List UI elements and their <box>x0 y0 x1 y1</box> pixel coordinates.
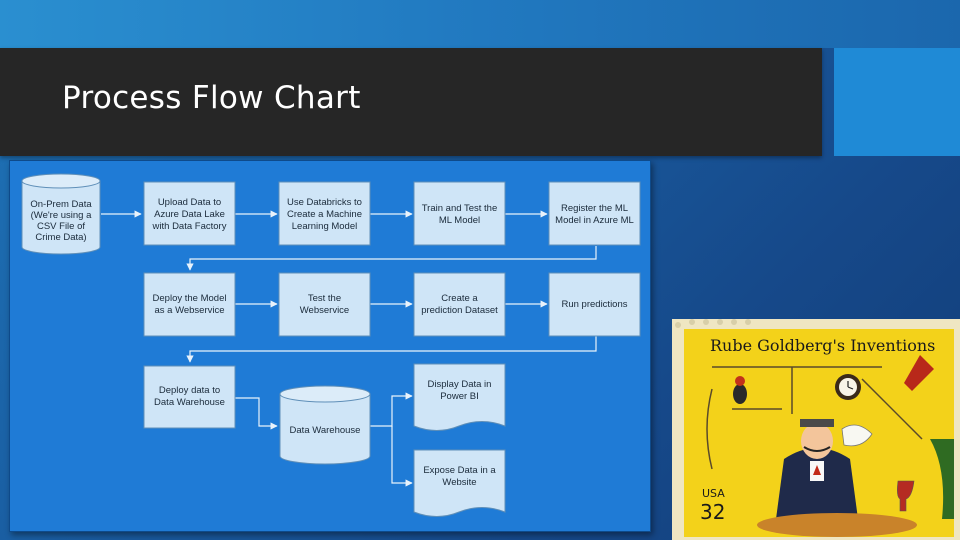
node-text: Display Data in <box>428 379 492 390</box>
node-onprem-data: On-Prem Data (We're using a CSV File of … <box>21 173 101 255</box>
node-power-bi: Display Data in Power BI <box>413 363 506 431</box>
napkin-machine-icon <box>841 424 873 447</box>
node-text: Model in Azure ML <box>555 215 634 226</box>
node-website: Expose Data in a Website <box>413 449 506 517</box>
node-text: Deploy the Model <box>153 293 227 304</box>
stamp-country: USA <box>702 487 725 500</box>
node-text: Power BI <box>440 391 479 402</box>
connector <box>370 392 413 427</box>
node-text: Run predictions <box>561 299 627 310</box>
slide-title: Process Flow Chart <box>62 80 361 116</box>
node-text: ML Model <box>439 215 480 226</box>
rube-goldberg-stamp: Rube Goldberg's Inventions <box>672 319 960 540</box>
accent-square <box>834 48 960 156</box>
node-text: Train and Test the <box>422 203 498 214</box>
connector <box>186 336 597 363</box>
node-run-predictions: Run predictions <box>548 272 641 337</box>
node-text: Crime Data) <box>35 232 86 243</box>
flowchart-diagram: On-Prem Data (We're using a CSV File of … <box>21 173 641 517</box>
node-text: Learning Model <box>292 221 358 232</box>
node-text: with Data Factory <box>152 221 227 232</box>
node-test-webservice: Test the Webservice <box>278 272 371 337</box>
stamp-illustration: Rube Goldberg's Inventions <box>672 319 960 540</box>
cartoon-man-icon <box>776 419 858 519</box>
node-text: Data Warehouse <box>154 397 225 408</box>
node-text: On-Prem Data <box>30 199 92 210</box>
node-text: CSV File of <box>37 221 85 232</box>
node-deploy-model: Deploy the Model as a Webservice <box>143 272 236 337</box>
node-text: Azure Data Lake <box>154 209 225 220</box>
node-text: Create a <box>441 293 478 304</box>
connector <box>235 397 278 430</box>
node-databricks: Use Databricks to Create a Machine Learn… <box>278 181 371 246</box>
node-text: Webservice <box>300 305 349 316</box>
node-register-model: Register the ML Model in Azure ML <box>548 181 641 246</box>
node-create-dataset: Create a prediction Dataset <box>413 272 506 337</box>
node-text: as a Webservice <box>154 305 224 316</box>
node-text: (We're using a <box>31 210 92 221</box>
node-data-warehouse: Data Warehouse <box>279 385 371 465</box>
node-text: Test the <box>308 293 341 304</box>
node-text: Deploy data to <box>159 385 220 396</box>
node-text: Use Databricks to <box>287 197 362 208</box>
clock-icon <box>835 374 861 400</box>
node-train-test: Train and Test the ML Model <box>413 181 506 246</box>
node-upload-data: Upload Data to Azure Data Lake with Data… <box>143 181 236 246</box>
node-text: prediction Dataset <box>421 305 498 316</box>
node-text: Website <box>442 477 476 488</box>
node-text: Upload Data to <box>158 197 221 208</box>
node-text: Data Warehouse <box>290 425 361 436</box>
top-stripe <box>0 0 960 48</box>
stamp-title: Rube Goldberg's Inventions <box>710 336 935 355</box>
node-text: Expose Data in a <box>423 465 496 476</box>
connector <box>391 426 413 487</box>
node-deploy-warehouse: Deploy data to Data Warehouse <box>143 365 236 429</box>
bird-icon <box>733 376 747 404</box>
flowchart-panel: On-Prem Data (We're using a CSV File of … <box>9 160 651 532</box>
node-text: Create a Machine <box>287 209 362 220</box>
node-text: Register the ML <box>561 203 628 214</box>
title-bar <box>0 48 822 156</box>
stamp-value: 32 <box>700 500 725 524</box>
connector <box>186 246 597 271</box>
